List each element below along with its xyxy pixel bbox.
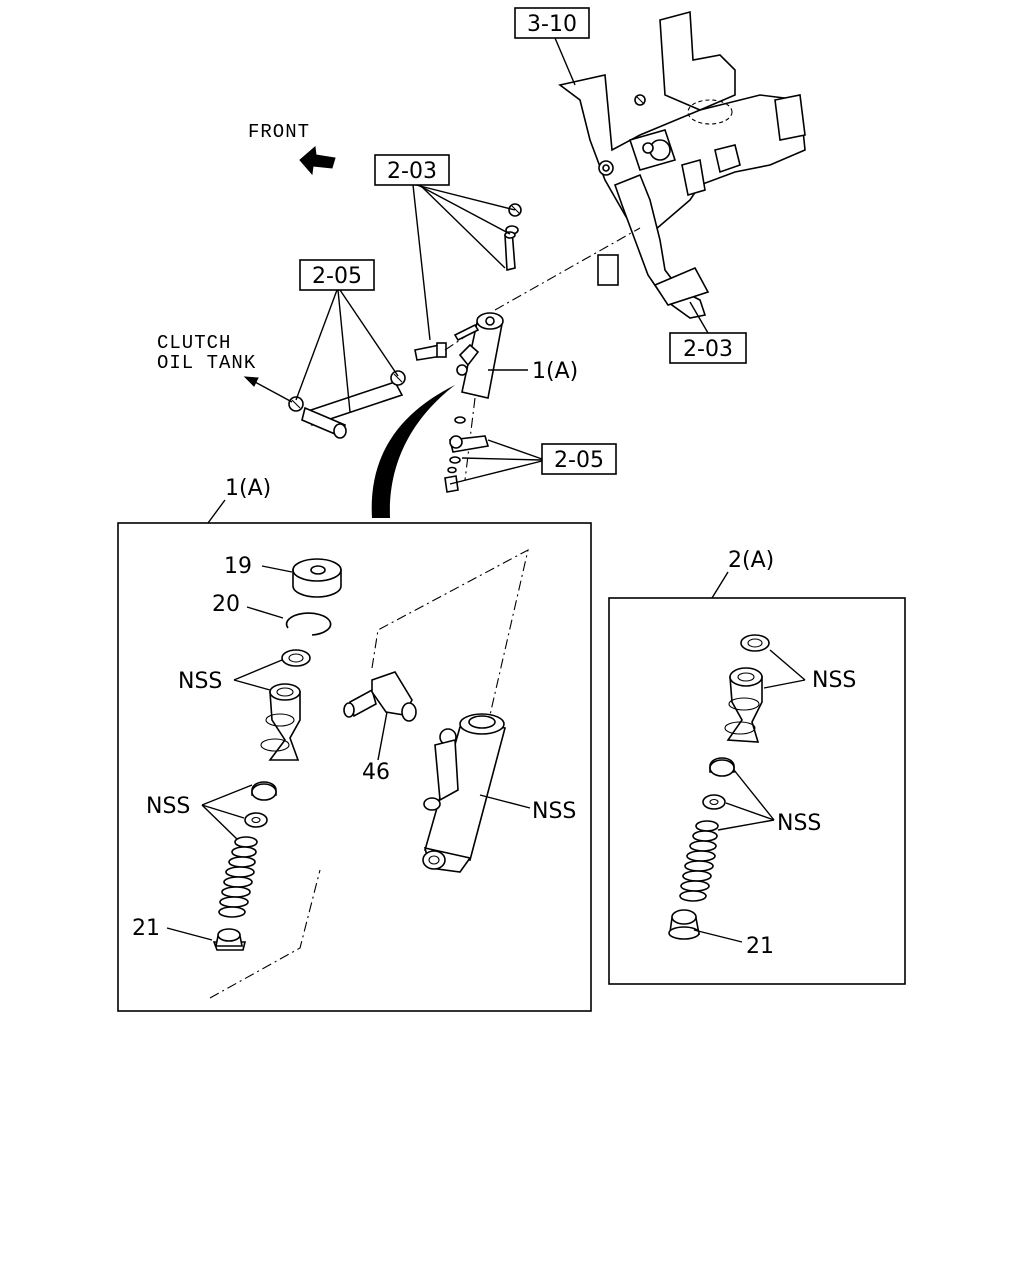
part-21-2a-label: 21 [746, 934, 774, 959]
ref-2-05-right-text: 2-05 [554, 448, 604, 473]
front-direction-indicator: FRONT [248, 121, 336, 176]
part-21-label: 21 [132, 916, 160, 941]
ref-box-2-05-left: 2-05 [295, 259, 399, 413]
cylinder-1a-label: 1(A) [532, 359, 578, 384]
nss-upper-label: NSS [178, 669, 222, 694]
nss-lower-label: NSS [146, 794, 190, 819]
nss-2a-upper-label: NSS [812, 668, 856, 693]
nss-2a-lower-label: NSS [777, 811, 821, 836]
clutch-label-line2: OIL TANK [157, 352, 256, 374]
cylinder-callout: 1(A) [488, 359, 578, 384]
clutch-oil-tank-indicator: CLUTCH OIL TANK [157, 332, 293, 403]
ref-box-2-03-top: 2-03 [374, 154, 516, 341]
ref-3-10-text: 3-10 [527, 12, 577, 37]
inset-link-arrow [371, 385, 455, 518]
inset-1a-title: 1(A) [225, 476, 271, 501]
part-19-label: 19 [224, 554, 252, 579]
ref-2-03-pedal-text: 2-03 [683, 337, 733, 362]
ref-2-05-left-text: 2-05 [312, 264, 362, 289]
ref-box-2-03-pedal: 2-03 [669, 301, 747, 364]
inset-2a-title: 2(A) [728, 548, 774, 573]
clutch-label-line1: CLUTCH [157, 332, 231, 354]
return-spring [218, 836, 258, 918]
inset-1a: 1(A) 19 20 NSS NSS [117, 476, 592, 1012]
part-20-label: 20 [212, 592, 240, 617]
pedal-bracket-assembly [558, 10, 806, 319]
inset-2a: 2(A) NSS NSS [608, 548, 906, 985]
master-cylinder-installed [288, 203, 641, 493]
front-label: FRONT [248, 121, 310, 143]
ref-box-3-10: 3-10 [514, 7, 590, 86]
ref-2-03-top-text: 2-03 [387, 159, 437, 184]
part-46-label: 46 [362, 760, 390, 785]
ref-box-2-05-right: 2-05 [449, 439, 617, 485]
nss-body-label: NSS [532, 799, 576, 824]
return-spring-2a [679, 820, 719, 902]
